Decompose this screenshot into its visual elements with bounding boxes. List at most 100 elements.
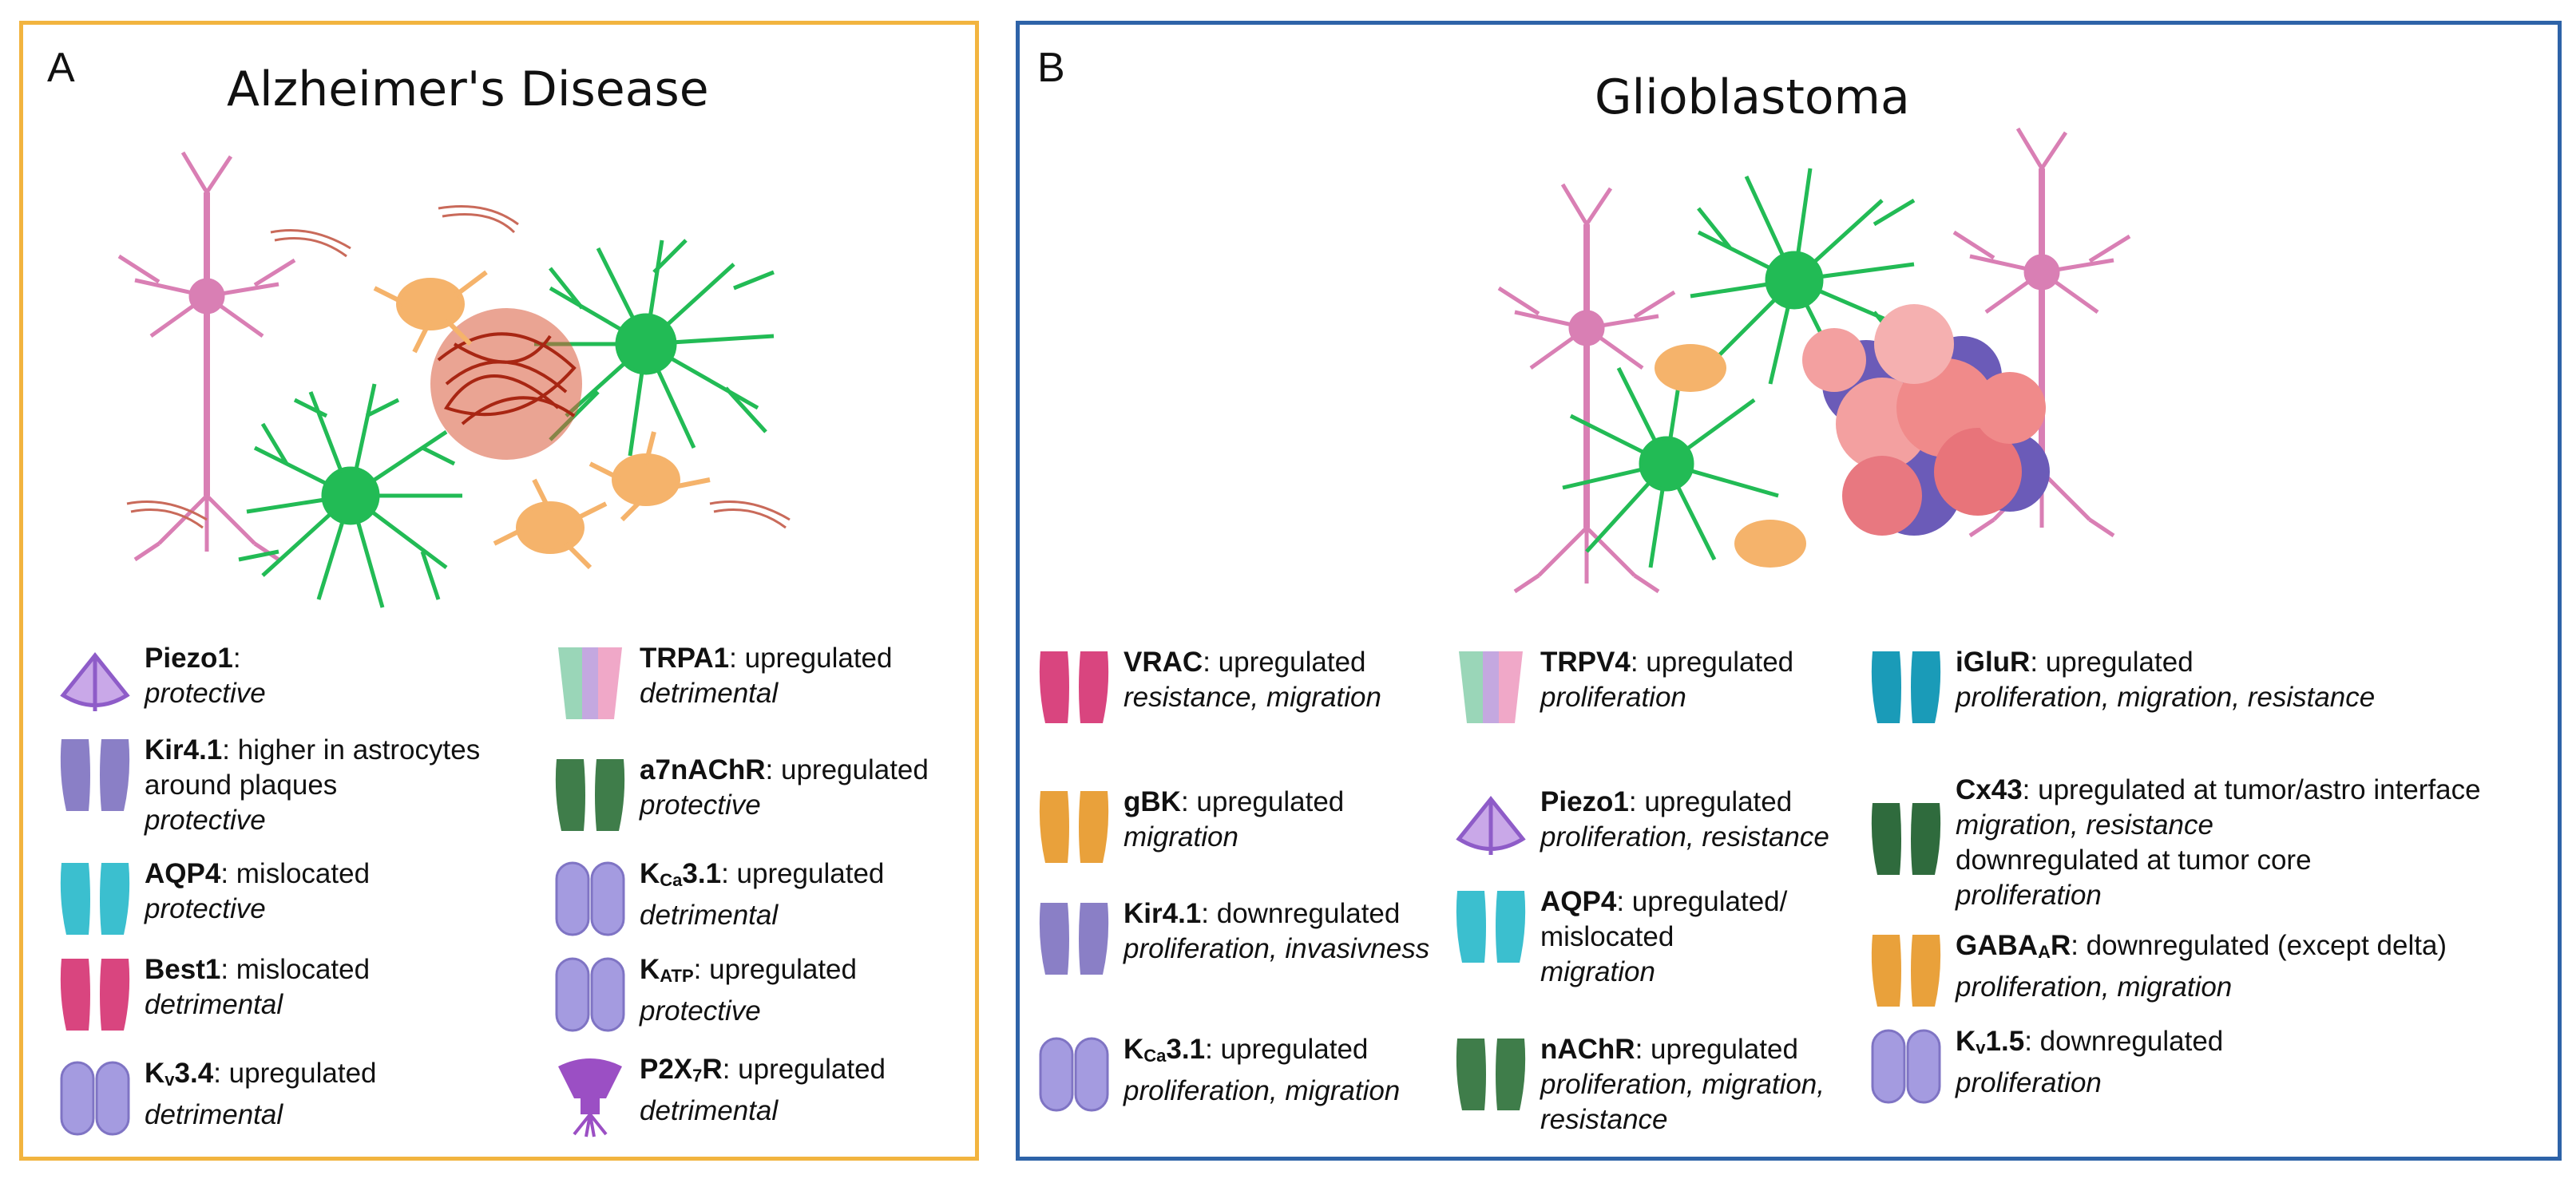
channel-name-sub: v [164,1070,175,1090]
trp-channel-icon [1459,651,1523,723]
channel-name: TRPA1 [640,643,730,674]
channel-name: Best1 [145,954,221,985]
nachr-icon [550,751,630,839]
channel-name-tail: 3.4 [174,1058,214,1089]
channel-effect: detrimental [640,900,779,931]
channel-name-sub: Ca [660,870,683,890]
panel-letter-a: A [47,45,75,91]
channel-desc: : mislocated [220,858,371,889]
kir-channel-icon [1034,895,1114,983]
channel-effect: protective [145,805,266,836]
channel-effect: proliferation, migration, resistance [1956,682,2376,713]
kir-channel-icon [55,731,135,819]
kv-channel-icon [55,1054,135,1142]
channel-effect: proliferation [1540,682,1686,713]
channel-desc: : upregulated [213,1058,377,1089]
panel-title-a: Alzheimer's Disease [227,61,709,117]
amyloid-plaque-icon [430,308,582,460]
kv-channel-icon [1866,1023,1946,1110]
glioblastoma-cell-illustration [1467,121,2186,599]
channel-effect: detrimental [640,1095,779,1126]
channel-name-tail: 1.5 [1985,1026,2025,1057]
channel-effect: detrimental [640,678,779,709]
panel-title-b: Glioblastoma [1595,69,1910,125]
channel-desc: : upregulated at tumor/astro interface [2022,774,2481,805]
p2x7r-icon [558,1058,622,1137]
channel-desc-2: mislocated [1540,921,1674,952]
channel-name: P2X [640,1054,693,1085]
channel-desc: : upregulated [693,954,857,985]
channel-name: Piezo1 [145,643,233,674]
channel-effect: proliferation, migration, [1540,1069,1825,1100]
channel-desc: : higher in astrocytes [222,734,481,766]
channel-name: VRAC [1124,647,1203,678]
channel-name: GABA [1956,930,2039,961]
legend-item-trpa1: TRPA1: upregulated detrimental [550,639,965,751]
channel-desc: : upregulated [1205,1034,1369,1065]
channel-desc: : upregulated [1635,1034,1798,1065]
channel-name: AQP4 [145,858,221,889]
channel-desc: : downregulated [1201,898,1401,929]
piezo-icon [1456,795,1526,855]
blood-vessel-icon [126,205,791,529]
channel-effect: protective [640,789,761,821]
channel-effect: migration, resistance [1956,809,2213,841]
panel-alzheimers: A Alzheimer's Disease [19,21,979,1161]
channel-name-tail: R [702,1054,723,1085]
iglur-icon [1866,643,1946,731]
channel-desc: : upregulated [1203,647,1366,678]
channel-effect: resistance, migration [1124,682,1381,713]
panel-letter-b: B [1037,45,1065,91]
channel-name: Kir4.1 [1124,898,1202,929]
channel-desc: : upregulated/ [1616,886,1788,917]
vrac-icon [1034,643,1114,731]
channel-effect: proliferation, migration [1124,1075,1401,1106]
channel-name-tail: R [2050,930,2071,961]
channel-name: Kir4.1 [145,734,223,766]
channel-desc: : [232,643,241,674]
astrocyte-icon [238,239,775,608]
channel-effect: proliferation [1956,1067,2102,1098]
aqp4-icon [55,855,135,943]
channel-name: iGluR [1956,647,2031,678]
legend-item-cx43: Cx43: upregulated at tumor/astro interfa… [1866,771,2553,931]
channel-name: Piezo1 [1540,786,1629,817]
channel-desc: : upregulated [729,643,893,674]
alzheimers-cell-illustration [71,144,791,608]
channel-desc: : upregulated [765,754,929,785]
channel-desc: : mislocated [220,954,371,985]
channel-desc: : upregulated [721,858,885,889]
channel-effect: protective [145,678,266,709]
legend-item-vrac: VRAC: upregulated resistance, migration [1034,643,1481,755]
channel-effect: migration [1540,956,1655,987]
channel-name-sub: 7 [692,1066,703,1086]
cx43-icon [1866,795,1946,883]
microglia-icon [1655,344,1806,568]
channel-name-sub: A [2038,942,2051,962]
best1-icon [55,951,135,1039]
channel-desc: : upregulated [2030,647,2194,678]
channel-effect: detrimental [145,1099,283,1130]
legend-item-iglur: iGluR: upregulated proliferation, migrati… [1866,643,2553,755]
channel-effect-2: resistance [1540,1104,1668,1135]
kca-channel-icon [550,855,630,943]
channel-name-sub: Ca [1143,1046,1167,1066]
channel-desc-3: downregulated at tumor core [1956,845,2312,876]
channel-desc: : upregulated [1630,647,1794,678]
channel-name: K [1956,1026,1976,1057]
neuron-icon [119,152,295,560]
panel-glioblastoma: B Glioblastoma [1016,21,2562,1161]
gbk-icon [1034,783,1114,871]
